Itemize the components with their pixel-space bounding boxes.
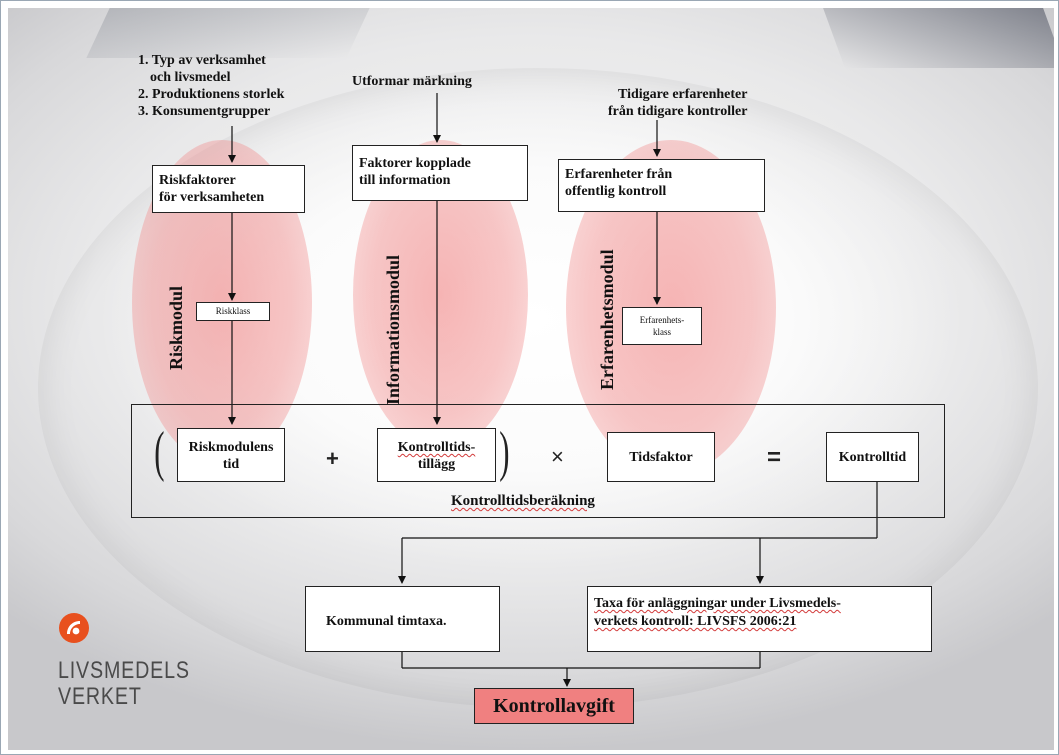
exp-factors-box: Erfarenheter från offentlig kontroll [558,159,765,212]
exp-input-line-2: från tidigare kontroller [608,104,748,119]
calculation-frame [131,404,945,518]
exp-factors-line-2: offentlig kontroll [565,184,667,199]
open-parenthesis: ( [154,421,165,483]
risk-factors-line-2: för verksamheten [159,190,265,205]
info-factors-box: Faktorer kopplade till information [352,145,528,201]
exp-input-text: Tidigare erfarenheter från tidigare kont… [608,86,747,120]
agency-tariff-text-1: Taxa för anläggningar under Livsmedels- [594,596,841,611]
equals-sign: = [767,444,782,471]
exp-class-line-1: Erfarenhets- [639,315,685,325]
risk-class-label: Riskklass [215,306,251,316]
info-factors-line-1: Faktorer kopplade [359,156,471,171]
risk-input-line-1: 1. Typ av verksamhet [138,53,266,68]
risk-input-line-4: 3. Konsumentgrupper [138,104,271,119]
addition-line-2: tillägg [417,457,456,472]
exp-input-line-1: Tidigare erfarenheter [618,87,748,102]
agency-tariff-text-2: verkets kontroll: LIVSFS 2006:21 [594,614,797,629]
logo-line-2: VERKET [58,683,142,710]
napkin-shadow-right [823,8,1054,68]
agency-tariff-box: Taxa för anläggningar under Livsmedels- … [587,586,932,652]
risk-class-box: Riskklass [196,302,270,321]
control-time-addition-box: Kontrolltids- tillägg [377,428,496,482]
logo-text: LIVSMEDELS VERKET [58,658,190,710]
napkin-shadow-left [86,8,370,58]
risk-factors-line-1: Riskfaktorer [159,173,236,188]
exp-factors-line-1: Erfarenheter från [565,167,673,182]
agency-tariff-line-2: verkets kontroll: LIVSFS 2006:21 [594,613,931,631]
municipal-rate-box: Kommunal timtaxa. [305,586,500,652]
municipal-rate-label: Kommunal timtaxa. [326,614,447,629]
control-fee-box: Kontrollavgift [474,688,634,724]
calculation-label-text: Kontrolltidsberäkning [451,493,595,509]
risk-time-line-2: tid [222,457,240,472]
risk-time-box: Riskmodulens tid [177,428,285,482]
info-module-label: Informationsmodul [383,254,403,405]
time-factor-label: Tidsfaktor [629,450,693,465]
info-factors-line-2: till information [359,173,451,188]
time-factor-box: Tidsfaktor [607,432,715,482]
info-input-text: Utformar märkning [352,74,472,89]
risk-input-list: 1. Typ av verksamhet och livsmedel 2. Pr… [138,52,284,120]
close-parenthesis: ) [499,421,510,483]
control-fee-label: Kontrollavgift [493,694,615,717]
risk-time-line-1: Riskmodulens [188,440,274,455]
agency-tariff-line-1: Taxa för anläggningar under Livsmedels- [594,595,931,613]
logo-mark-icon [59,613,89,643]
control-time-box: Kontrolltid [826,432,919,482]
risk-factors-box: Riskfaktorer för verksamheten [152,165,305,213]
addition-line-1: Kontrolltids- [378,439,495,456]
control-time-label: Kontrolltid [838,450,907,465]
logo-line-1: LIVSMEDELS [58,657,190,684]
plus-sign: + [326,446,339,471]
exp-class-box: Erfarenhets- klass [622,307,702,345]
addition-term-1: Kontrolltids- [397,440,476,455]
livsmedelsverket-logo: LIVSMEDELS VERKET [58,612,198,722]
calculation-label: Kontrolltidsberäkning [451,493,595,510]
risk-input-line-3: 2. Produktionens storlek [138,87,285,102]
risk-input-line-2: och livsmedel [150,70,231,85]
exp-class-line-2: klass [653,327,671,337]
multiply-sign: × [551,444,564,469]
risk-module-label: Riskmodul [166,285,186,370]
exp-module-label: Erfarenhetsmodul [597,249,617,390]
